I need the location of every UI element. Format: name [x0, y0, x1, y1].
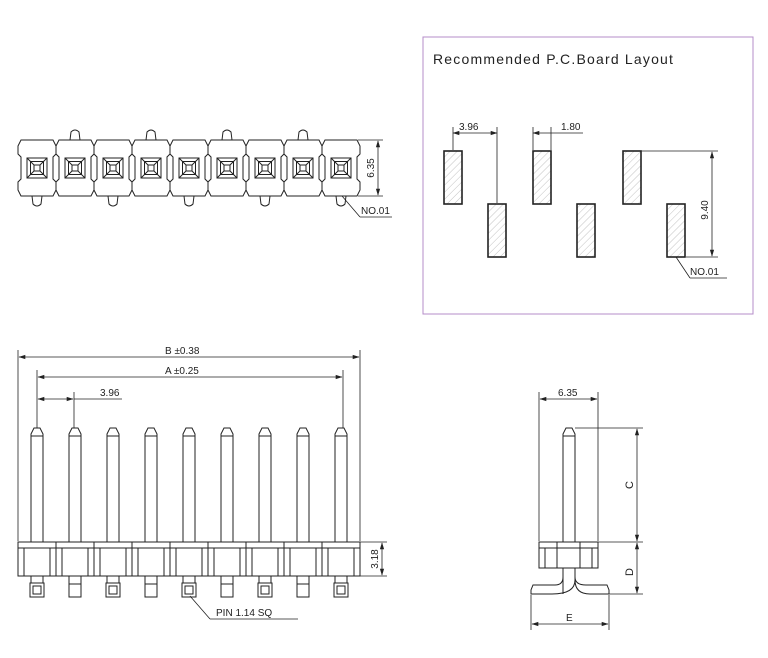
top-view-height-dimension: 6.35 — [358, 139, 383, 197]
pcb-pad-width-dimension: 1.80 — [532, 122, 583, 150]
pcb-pitch-dimension: 3.96 — [452, 122, 498, 203]
front-view-pin — [333, 427, 349, 598]
side-view-d-dimension: D — [609, 542, 643, 595]
top-view-segment — [131, 129, 171, 197]
front-view-pin — [29, 427, 45, 598]
top-view-segment — [93, 139, 133, 207]
side-view-c-dimension: C — [575, 427, 643, 543]
front-view-pin — [296, 427, 310, 598]
front-view-housing — [17, 541, 361, 577]
top-view: 6.35 NO.01 — [17, 129, 392, 218]
pcb-layout-frame — [422, 36, 754, 315]
pcb-pin-one-label: NO.01 — [690, 267, 719, 278]
front-view-housing-value: 3.18 — [370, 549, 381, 569]
top-view-segment — [55, 129, 95, 197]
top-view-pin-one-label: NO.01 — [361, 206, 390, 217]
front-view-b-dimension: B ±0.38 — [17, 346, 361, 541]
front-view-pitch-dimension: 3.96 — [37, 388, 122, 428]
top-view-segment — [283, 129, 323, 197]
front-view-a-value: A ±0.25 — [165, 366, 199, 377]
top-view-pin-one-callout: NO.01 — [341, 195, 392, 218]
pcb-row-spacing-value: 9.40 — [700, 200, 711, 220]
front-view-pin — [181, 427, 197, 598]
top-view-segment — [169, 139, 209, 207]
top-view-housing — [17, 129, 361, 207]
side-view-d-label: D — [624, 568, 636, 576]
pcb-pad-width-value: 1.80 — [561, 122, 581, 133]
pcb-pad — [666, 203, 686, 258]
side-view-c-label: C — [624, 481, 636, 489]
front-view-pin — [144, 427, 158, 598]
front-view-pin-note: PIN 1.14 SQ — [216, 608, 272, 619]
side-view-width-dimension: 6.35 — [538, 388, 599, 541]
pcb-pad — [487, 203, 507, 258]
front-view-a-dimension: A ±0.25 — [36, 366, 344, 428]
side-view-width-value: 6.35 — [558, 388, 578, 399]
top-view-height-value: 6.35 — [366, 158, 377, 178]
pcb-pad — [532, 150, 552, 205]
front-view: B ±0.38 A ±0.25 3.96 3.18 PIN 1.14 SQ — [17, 346, 387, 620]
pcb-row-spacing-dimension: 9.40 — [641, 150, 718, 258]
front-view-pin — [68, 427, 82, 598]
top-view-segment — [321, 139, 361, 207]
front-view-pitch-value: 3.96 — [100, 388, 120, 399]
pcb-layout-panel: Recommended P.C.Board Layout 3.96 1.80 9… — [422, 36, 754, 315]
front-view-pin-callout: PIN 1.14 SQ — [189, 595, 298, 620]
front-view-pins — [29, 427, 349, 598]
front-view-pin — [105, 427, 121, 598]
side-view-e-dimension: E — [530, 595, 610, 630]
top-view-segment — [207, 129, 247, 197]
front-view-pin — [220, 427, 234, 598]
pcb-pad — [443, 150, 463, 205]
pcb-pad — [622, 150, 642, 205]
pcb-layout-title: Recommended P.C.Board Layout — [433, 51, 674, 67]
pcb-pad — [576, 203, 596, 258]
pcb-pitch-value: 3.96 — [459, 122, 479, 133]
front-view-housing-dimension: 3.18 — [360, 541, 387, 577]
front-view-pin — [257, 427, 273, 598]
top-view-segment — [17, 139, 57, 207]
top-view-segment — [245, 139, 285, 207]
front-view-b-value: B ±0.38 — [165, 346, 200, 357]
side-view: 6.35 C D E — [530, 388, 643, 630]
side-view-e-label: E — [566, 613, 573, 624]
pcb-pin-one-callout: NO.01 — [675, 256, 727, 279]
